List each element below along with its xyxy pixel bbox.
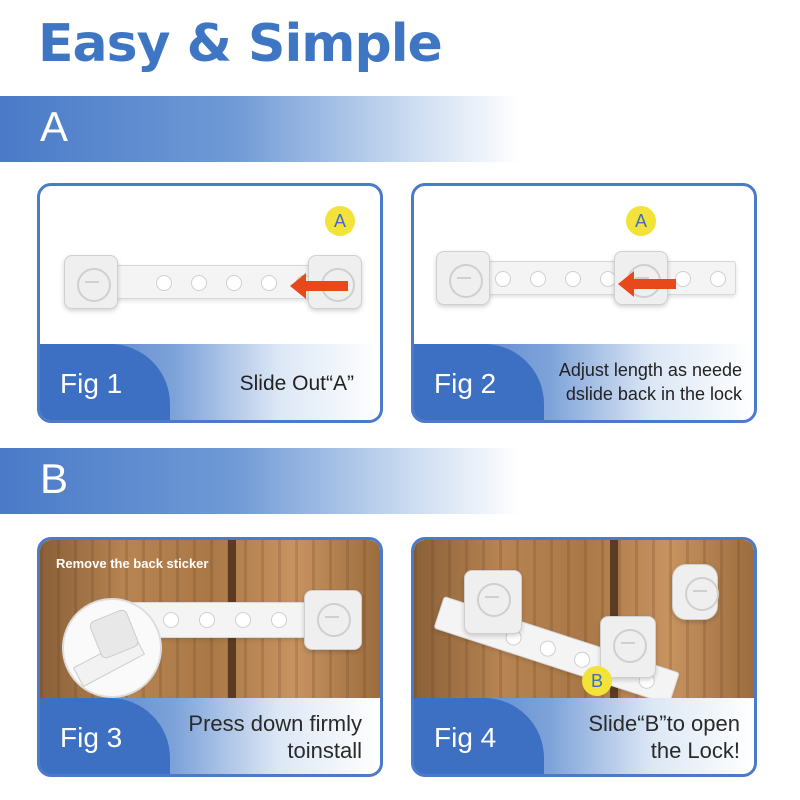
- lock-base: [672, 564, 719, 620]
- figure-3-caption-bar: Fig 3 Press down firmly toinstall: [40, 698, 380, 774]
- badge-a: A: [325, 206, 355, 236]
- figure-3-card: Remove the back sticker Fig 3 Press down…: [37, 537, 383, 777]
- slide-arrow-icon: [618, 271, 676, 297]
- badge-b: B: [582, 666, 612, 696]
- section-a-label: A: [40, 103, 69, 150]
- slide-arrow-icon: [290, 273, 348, 299]
- figure-1-label: Fig 1: [60, 368, 123, 399]
- figure-2-card: A Fig 2 Adjust length as neede dslide ba…: [411, 183, 757, 423]
- section-a-banner: A: [0, 96, 520, 162]
- lock-pad: [304, 590, 362, 650]
- figure-4-caption-bar: Fig 4 Slide“B”to open the Lock!: [414, 698, 754, 774]
- page-title: Easy & Simple: [38, 14, 443, 74]
- lock-pad-right: [308, 255, 362, 309]
- figure-2-caption: Adjust length as neede dslide back in th…: [559, 358, 742, 406]
- section-b-banner: B: [0, 448, 520, 514]
- lock-pad-left: [464, 570, 522, 634]
- lock-pad-center: [600, 616, 656, 678]
- sticker-zoom-inset: [62, 598, 162, 698]
- figure-4-caption-line2: the Lock!: [650, 738, 740, 763]
- figure-3-caption-line2: toinstall: [287, 738, 362, 763]
- figure-3-caption-line1: Press down firmly: [188, 711, 362, 736]
- figure-3-note: Remove the back sticker: [56, 556, 209, 571]
- section-b-label: B: [40, 455, 69, 502]
- lock-strap: [474, 261, 736, 295]
- figure-4-caption: Slide“B”to open the Lock!: [588, 710, 740, 764]
- figure-1-caption: Slide Out“A”: [239, 372, 354, 395]
- figure-2-caption-line1: Adjust length as neede: [558, 360, 742, 380]
- lock-pad-left: [436, 251, 490, 305]
- figure-3-label: Fig 3: [60, 722, 123, 753]
- figure-3-caption: Press down firmly toinstall: [188, 710, 362, 764]
- figure-4-card: B Fig 4 Slide“B”to open the Lock!: [411, 537, 757, 777]
- figure-2-caption-line2: dslide back in the lock: [565, 384, 742, 404]
- figure-2-caption-bar: Fig 2 Adjust length as neede dslide back…: [414, 344, 754, 420]
- figure-4-label: Fig 4: [434, 722, 497, 753]
- badge-a: A: [626, 206, 656, 236]
- figure-2-label: Fig 2: [434, 368, 497, 399]
- figure-1-card: A Fig 1 Slide Out“A”: [37, 183, 383, 423]
- lock-pad-left: [64, 255, 118, 309]
- figure-1-caption-bar: Fig 1 Slide Out“A”: [40, 344, 380, 420]
- figure-4-caption-line1: Slide“B”to open: [588, 711, 740, 736]
